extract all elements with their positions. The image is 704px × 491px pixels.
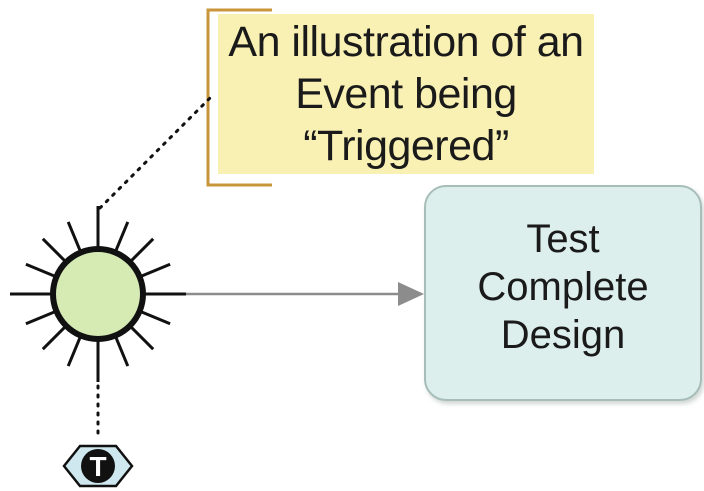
trigger-badge: [81, 449, 115, 483]
event-trigger-rays: [10, 206, 186, 382]
trigger-letter: T: [89, 451, 106, 482]
association-line[interactable]: [98, 96, 212, 210]
event-ray: [113, 221, 130, 254]
task-test-complete-design[interactable]: Test Complete Design: [424, 185, 702, 401]
event-ray: [66, 221, 83, 254]
event-ray: [128, 324, 155, 351]
event-ray: [66, 334, 83, 367]
event-ray: [138, 309, 171, 326]
event-ray: [138, 262, 171, 279]
event-ray: [25, 262, 58, 279]
event-ray: [25, 309, 58, 326]
sequence-flow-arrowhead: [398, 282, 424, 306]
task-label: Test Complete Design: [477, 217, 649, 357]
event-ray: [41, 237, 68, 264]
text-annotation[interactable]: An illustration of an Event being “Trigg…: [218, 14, 594, 174]
annotation-text: An illustration of an Event being “Trigg…: [228, 18, 584, 170]
annotation-bracket: [206, 8, 272, 187]
trigger-marker[interactable]: T: [62, 444, 134, 488]
event-ray: [128, 237, 155, 264]
start-event-circle[interactable]: [50, 246, 146, 342]
event-ray: [113, 334, 130, 367]
event-ray: [41, 324, 68, 351]
